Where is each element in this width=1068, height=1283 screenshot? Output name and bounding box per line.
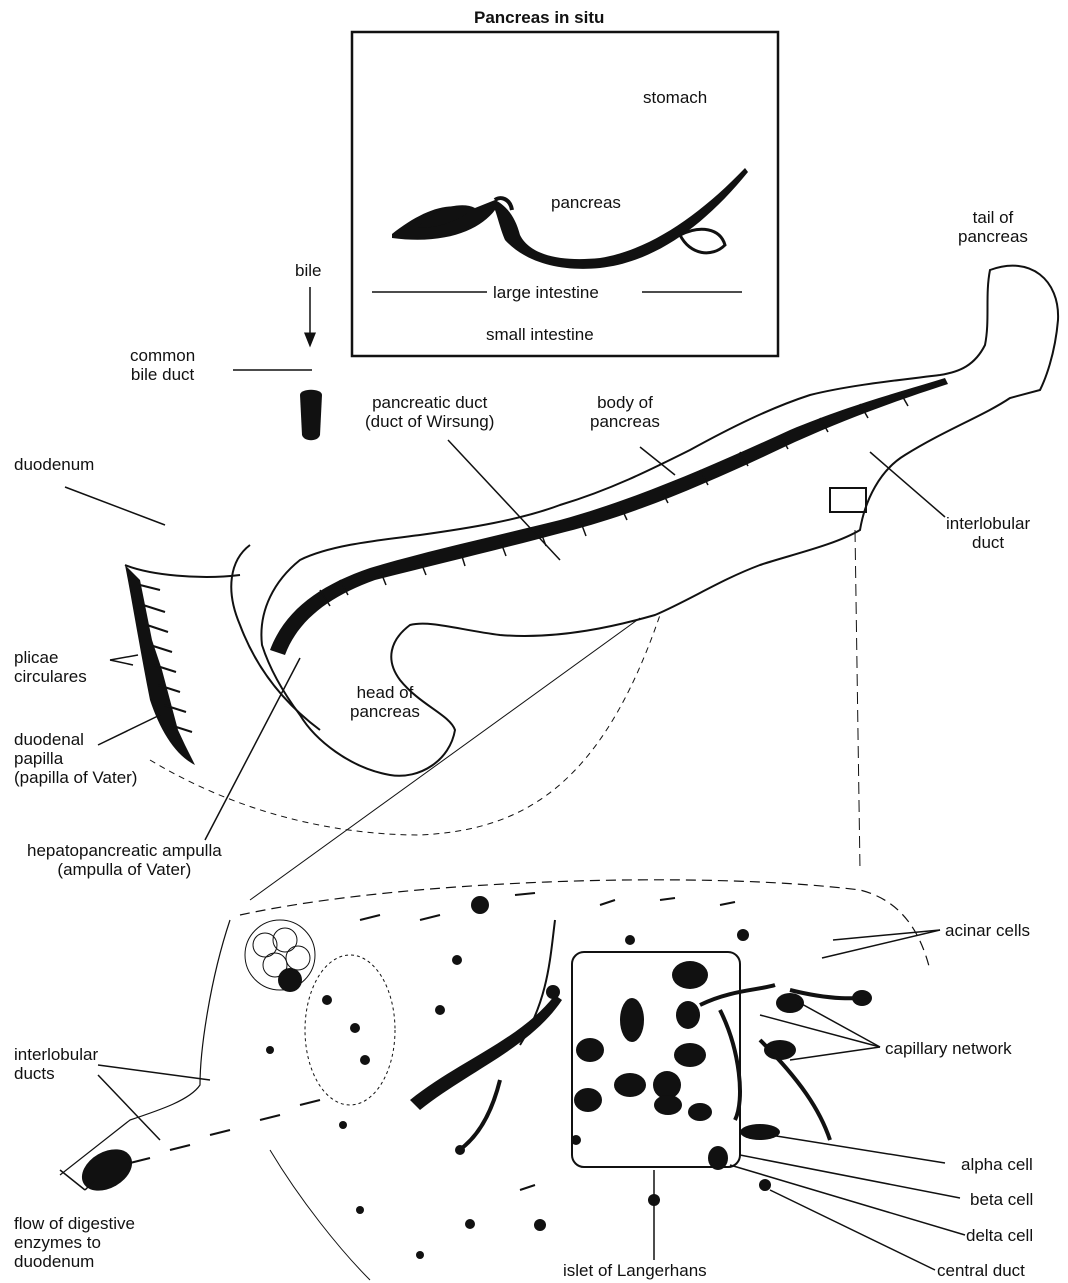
capillary-label: capillary network bbox=[885, 1039, 1012, 1058]
pancreas-illustration bbox=[125, 266, 1058, 900]
acinar-label: acinar cells bbox=[945, 921, 1030, 940]
ampulla-label: hepatopancreatic ampulla(ampulla of Vate… bbox=[27, 841, 222, 879]
central-duct-label: central duct bbox=[937, 1261, 1025, 1280]
beta-cell-label: beta cell bbox=[970, 1190, 1033, 1209]
duodenum-label: duodenum bbox=[14, 455, 94, 474]
delta-cell-label: delta cell bbox=[966, 1226, 1033, 1245]
inset-small-intestine-label: small intestine bbox=[486, 325, 594, 344]
inset-large-intestine-label: large intestine bbox=[493, 283, 599, 302]
pancreatic-duct-label: pancreatic duct(duct of Wirsung) bbox=[365, 393, 494, 431]
bile-label: bile bbox=[295, 261, 321, 280]
inset-stomach-label: stomach bbox=[643, 88, 707, 107]
islet-label: islet of Langerhans bbox=[563, 1261, 707, 1280]
leader-lines bbox=[60, 287, 965, 1270]
tissue-section bbox=[60, 880, 930, 1280]
inset-pancreas-label: pancreas bbox=[551, 193, 621, 212]
inset-title: Pancreas in situ bbox=[474, 8, 604, 27]
alpha-cell-label: alpha cell bbox=[961, 1155, 1033, 1174]
